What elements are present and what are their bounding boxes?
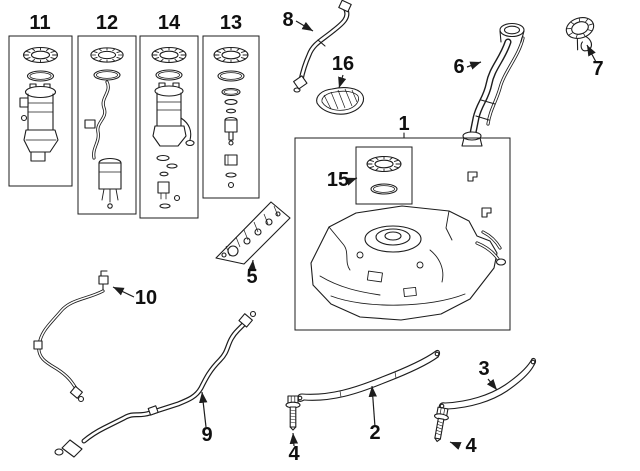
callout-8: 8: [282, 9, 293, 31]
callout-5: 5: [246, 266, 257, 288]
o-ring-icon: [93, 69, 121, 81]
callout-11: 11: [29, 12, 50, 34]
part-12-fuel-level-sender: [77, 35, 137, 215]
callout-3: 3: [478, 358, 489, 380]
callout-1: 1: [398, 113, 409, 135]
callout-4a: 4: [288, 443, 300, 465]
callout-6: 6: [453, 56, 464, 78]
part-14-fuel-pump-set: [139, 35, 199, 219]
part-9-fuel-feed-pipe: [54, 310, 257, 458]
callout-10: 10: [135, 287, 157, 309]
part-4-bolt-b: [429, 406, 451, 444]
o-ring-icon: [370, 183, 398, 195]
part-4-bolt-a: [285, 395, 301, 431]
callout-14: 14: [158, 12, 181, 34]
tank-clip-icon: [481, 207, 492, 218]
part-1-fuel-tank-assembly: [294, 137, 511, 331]
o-ring-icon: [155, 69, 183, 81]
lock-ring-icon: [22, 46, 59, 64]
bolt-icon: [285, 395, 301, 431]
part-10-vent-tube-and-clip: [33, 270, 109, 403]
callout-2: 2: [369, 422, 380, 444]
part-2-tank-strap-a: [297, 349, 441, 402]
part-8-fuel-vent-tube: [293, 0, 352, 93]
callout-labels: 11 12 14 13 8 16 6 7 1 15 5 10 9 2 4 3 4: [29, 9, 603, 465]
part-7-fuel-cap: [565, 17, 595, 52]
lock-ring-icon: [90, 47, 124, 63]
bolt-icon: [429, 406, 451, 444]
callout-13: 13: [220, 12, 242, 34]
part-15-lock-ring-and-seal: [355, 146, 413, 205]
part-3-tank-strap-b: [438, 357, 537, 411]
callout-7: 7: [592, 58, 603, 80]
part-5-tank-guard: [215, 201, 291, 265]
part-6-fuel-filler-pipe: [461, 22, 525, 147]
part-16-tank-cushion: [316, 87, 365, 115]
lock-ring-icon: [366, 155, 402, 173]
callout-4b: 4: [465, 435, 477, 457]
callout-15: 15: [327, 169, 349, 191]
callout-9: 9: [201, 424, 212, 446]
lock-ring-icon: [213, 46, 249, 64]
callout-leaders: [112, 20, 597, 450]
tank-clip-icon: [467, 171, 478, 182]
callout-16: 16: [332, 53, 354, 75]
callout-12: 12: [96, 12, 118, 34]
part-13-pump-repair-kit: [202, 35, 260, 199]
o-ring-icon: [217, 70, 245, 82]
lock-ring-icon: [151, 46, 187, 64]
part-11-fuel-pump-module: [8, 35, 73, 187]
o-ring-icon: [26, 70, 55, 82]
